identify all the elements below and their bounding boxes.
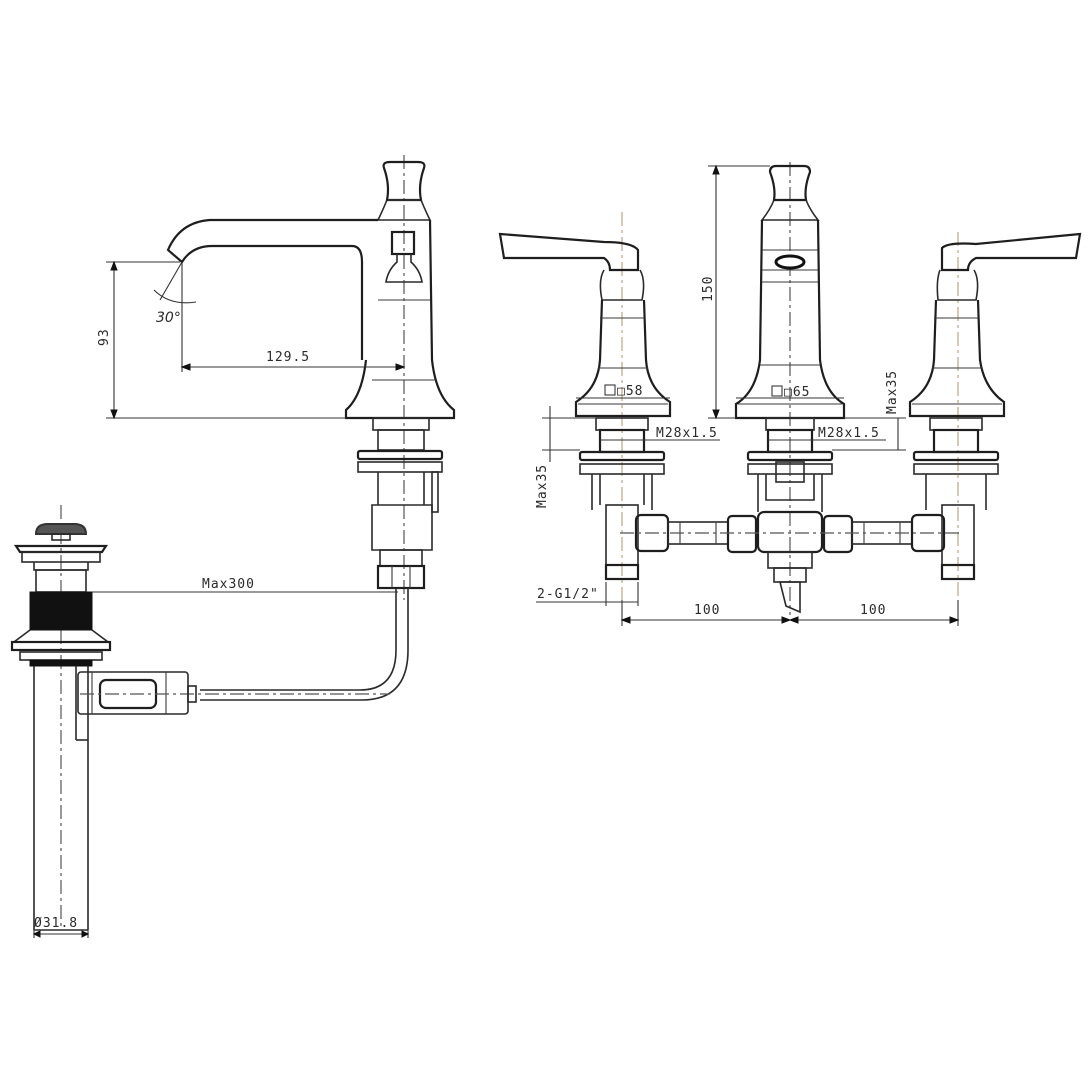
front-view-connector-tubes <box>620 513 960 554</box>
dim-spacing-right: 100 <box>860 603 886 618</box>
side-view-dimensions: 93 129.5 30° <box>97 260 406 420</box>
front-view-right-handle <box>908 232 1082 600</box>
drain-dimensions: Max300 Ø31.8 <box>32 577 398 938</box>
front-view-dimensions: 150 □58 □65 M28x1.5 M28x1.5 Max35 Max35 … <box>535 164 960 626</box>
front-view-spout <box>734 162 846 615</box>
dim-thread-left: M28x1.5 <box>656 426 718 441</box>
dim-spout-height: 93 <box>97 328 112 346</box>
dim-spout-base: □65 <box>784 385 810 400</box>
dim-drain-diameter: Ø31.8 <box>34 916 78 931</box>
front-view-left-handle <box>498 212 672 600</box>
dim-spacing-left: 100 <box>694 603 720 618</box>
dim-inlet-connection: 2-G1/2" <box>537 587 599 602</box>
dim-thread-center: M28x1.5 <box>818 426 880 441</box>
pop-up-drain <box>10 505 390 931</box>
dim-spout-angle: 30° <box>156 310 181 326</box>
dim-spout-reach: 129.5 <box>266 350 310 365</box>
dim-handle-base: □58 <box>617 384 643 399</box>
dim-deck-thickness-right: Max35 <box>885 370 900 414</box>
dim-spout-total-height: 150 <box>701 276 716 302</box>
side-view-spout <box>166 155 456 701</box>
dim-drain-linkage: Max300 <box>202 577 255 592</box>
dim-deck-thickness-left: Max35 <box>535 464 550 508</box>
